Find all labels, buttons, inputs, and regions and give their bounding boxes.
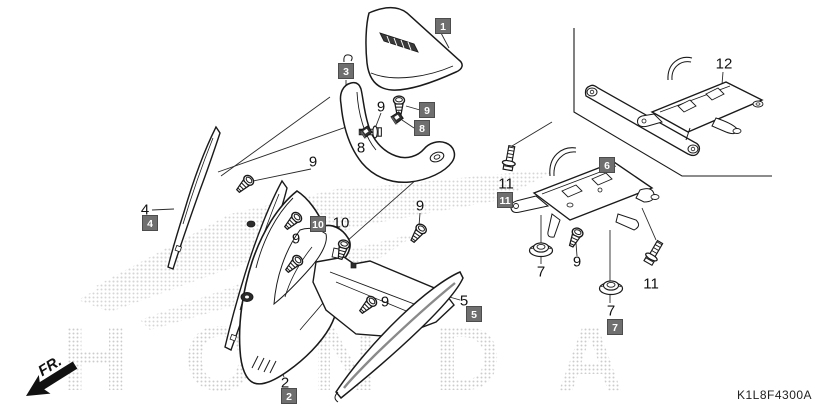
part-12-bracket-drawing — [637, 56, 764, 141]
part-4-blade-left-drawing — [167, 125, 221, 270]
grommet-drawings — [528, 242, 624, 296]
part-2-front-cowl-drawing — [238, 190, 351, 385]
part-5-blade-right-drawing — [334, 271, 464, 403]
diagram-code: K1L8F4300A — [737, 388, 813, 402]
part-1-drawing — [365, 7, 463, 91]
part-3-drawing — [339, 54, 456, 184]
reference-frame-line — [573, 28, 772, 177]
part-6-bracket-drawing — [510, 147, 660, 238]
